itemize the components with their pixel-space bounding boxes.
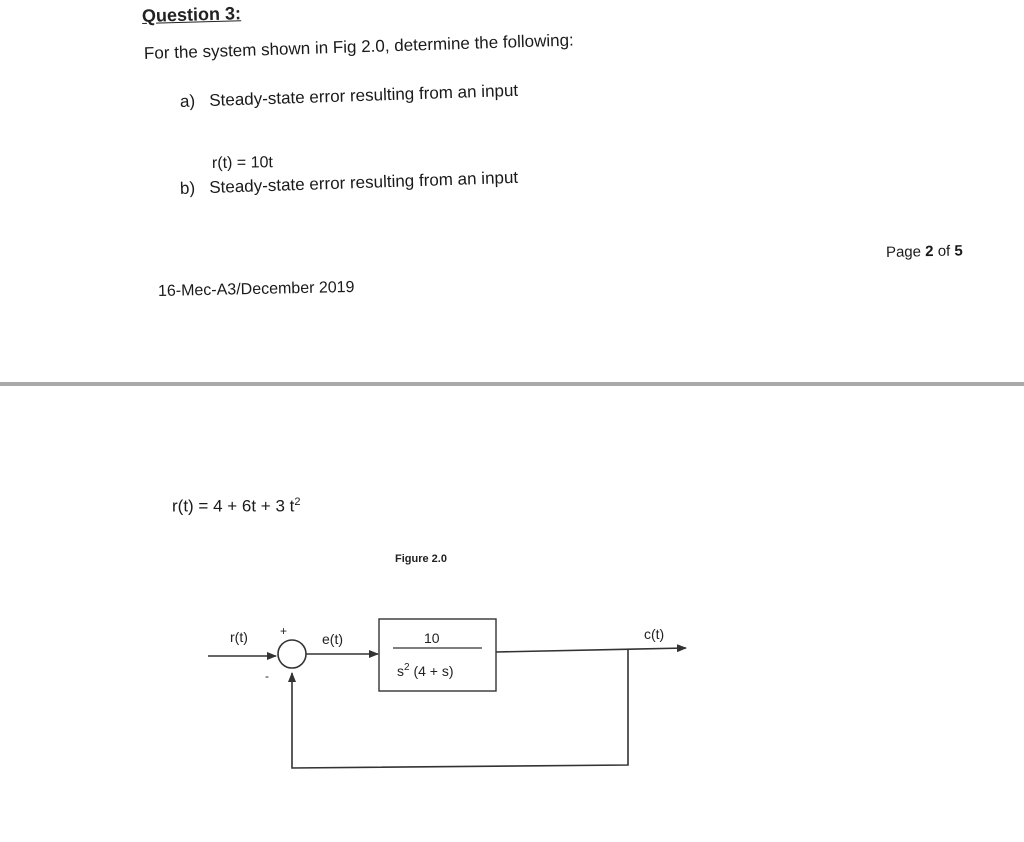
input-equation-b: r(t) = 4 + 6t + 3 t2	[172, 496, 301, 516]
page-number: Page 2 of 5	[886, 242, 963, 261]
minus-sign: -	[265, 669, 269, 683]
error-label: e(t)	[322, 631, 343, 647]
transfer-function-block	[378, 618, 497, 692]
output-line	[495, 644, 687, 653]
input-label: r(t)	[230, 629, 248, 645]
exam-page-bottom: r(t) = 4 + 6t + 3 t2 Figure 2.0 r(t) + -…	[0, 386, 1024, 842]
page-of: of	[937, 242, 951, 260]
item-marker: a)	[179, 91, 196, 111]
question-intro: For the system shown in Fig 2.0, determi…	[143, 30, 575, 63]
item-marker: b)	[179, 178, 196, 198]
question-title: Question 3:	[141, 3, 242, 26]
feedback-path	[288, 649, 629, 769]
block-diagram: Figure 2.0 r(t) + - e(t) 10 s2 (4 + s) c…	[208, 553, 687, 769]
output-label: c(t)	[644, 626, 664, 642]
tf-denominator: s2 (4 + s)	[397, 662, 454, 679]
tf-numerator: 10	[424, 630, 440, 646]
question-item-a: a) Steady-state error resulting from an …	[180, 81, 519, 112]
page-divider	[0, 382, 1024, 386]
exam-page-top: Question 3: For the system shown in Fig …	[0, 0, 1024, 382]
page-current: 2	[925, 243, 934, 261]
footer-code: 16-Mec-A3/December 2019	[157, 278, 355, 300]
item-text: Steady-state error resulting from an inp…	[208, 80, 519, 111]
figure-caption: Figure 2.0	[395, 553, 447, 565]
page-prefix: Page	[885, 243, 922, 261]
input-equation-a: r(t) = 10t	[211, 154, 274, 172]
page-total: 5	[954, 242, 963, 260]
plus-sign: +	[280, 624, 287, 638]
summing-junction	[277, 639, 307, 669]
